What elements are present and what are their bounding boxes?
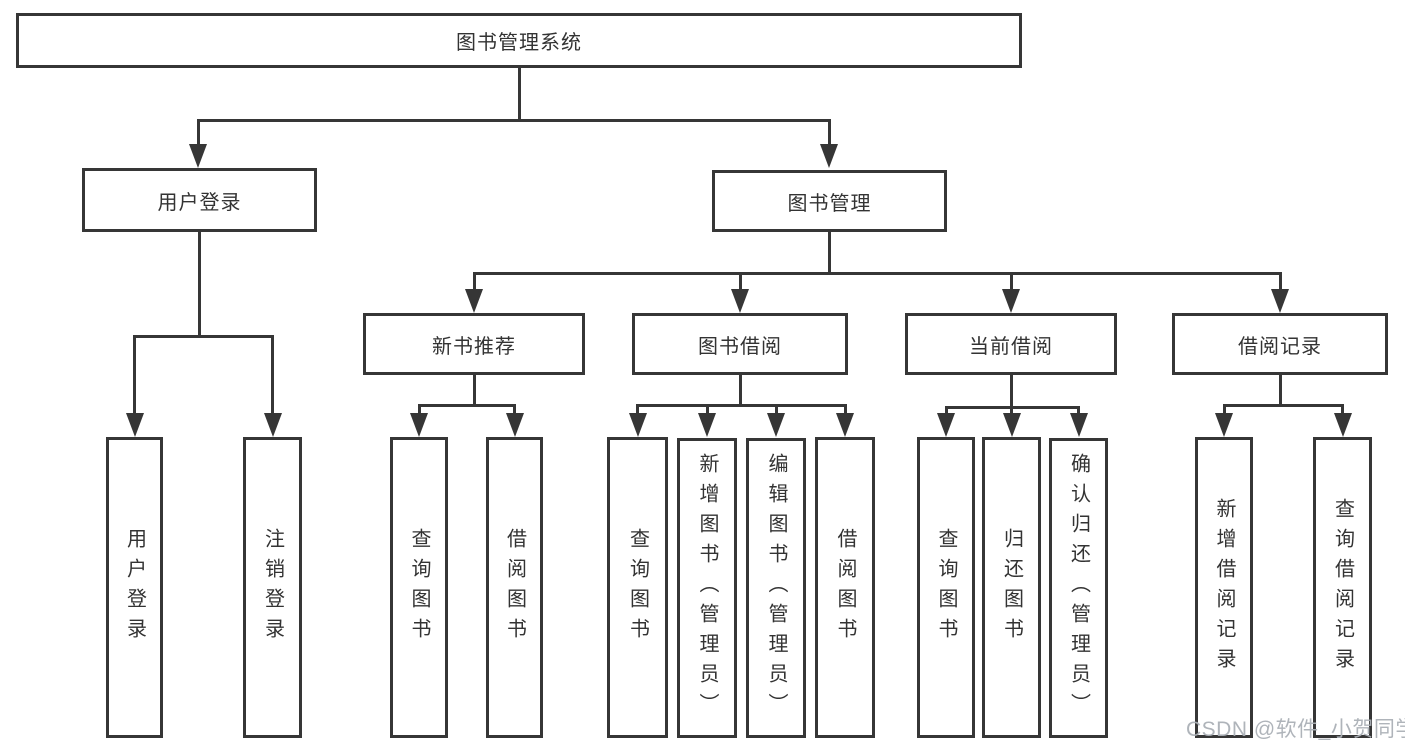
leaf-bb-add-books-admin: 新增图书（管理员） [677,438,737,738]
arrowhead-bb-edit [767,413,785,437]
connector-new-book-stem [473,375,476,406]
connector-drop-cb-query [945,406,948,415]
connector-book-borrowing-rail [636,404,846,407]
leaf-bb-query-books: 查询图书 [607,437,668,738]
arrowhead-nb-query [410,413,428,437]
leaf-user-login: 用户登录 [106,437,163,738]
arrowhead-bb-add [698,413,716,437]
connector-drop-bb-query [636,404,639,415]
connector-user-login-stem [198,232,201,337]
connector-borrowing-records-stem [1279,375,1282,406]
connector-drop-nb-query [418,404,421,415]
arrowhead-current-borrowing [1002,289,1020,313]
leaf-logout: 注销登录 [243,437,302,738]
arrowhead-new-book [465,289,483,313]
connector-root-stem [518,68,521,120]
leaf-nb-query-books: 查询图书 [390,437,448,738]
arrowhead-br-add [1215,413,1233,437]
arrowhead-user-login [189,144,207,168]
connector-book-mgmt-rail [473,272,1281,275]
leaf-cb-query-books: 查询图书 [917,437,975,738]
arrowhead-leaf-user-login [126,413,144,437]
connector-drop-bb-borrow [844,404,847,415]
connector-book-mgmt-stem [828,232,831,273]
connector-drop-new-book [473,272,476,291]
node-current-borrowing: 当前借阅 [905,313,1117,375]
connector-drop-nb-borrow [513,404,516,415]
node-book-management: 图书管理 [712,170,947,232]
connector-drop-book-borrowing [739,272,742,291]
node-new-book-recommend: 新书推荐 [363,313,585,375]
node-borrowing-records: 借阅记录 [1172,313,1388,375]
node-user-login: 用户登录 [82,168,317,232]
connector-drop-user-login [197,119,200,146]
connector-drop-bb-add [706,404,709,415]
leaf-br-query-record: 查询借阅记录 [1313,437,1372,738]
node-book-borrowing: 图书借阅 [632,313,848,375]
connector-drop-bb-edit [775,404,778,415]
arrowhead-cb-return [1003,413,1021,437]
watermark: CSDN @软件_小贺同学 [1186,718,1405,741]
connector-drop-current-borrowing [1010,272,1013,291]
leaf-nb-borrow-books: 借阅图书 [486,437,543,738]
arrowhead-cb-query [937,413,955,437]
leaf-bb-borrow-books: 借阅图书 [815,437,875,738]
leaf-br-add-record: 新增借阅记录 [1195,437,1253,738]
arrowhead-leaf-logout [264,413,282,437]
connector-drop-leaf-user-login [133,335,136,414]
leaf-cb-confirm-return-admin: 确认归还（管理员） [1049,438,1108,738]
node-library-management-system: 图书管理系统 [16,13,1022,68]
connector-current-borrowing-stem [1010,375,1013,408]
arrowhead-nb-borrow [506,413,524,437]
arrowhead-br-query [1334,413,1352,437]
connector-drop-leaf-logout [271,335,274,414]
connector-drop-br-add [1223,404,1226,415]
leaf-cb-return-books: 归还图书 [982,437,1041,738]
connector-book-borrowing-stem [739,375,742,406]
connector-drop-book-management [828,119,831,146]
connector-root-rail [197,119,831,122]
arrowhead-book-borrowing [731,289,749,313]
connector-drop-borrowing-records [1279,272,1282,291]
connector-user-login-rail [133,335,274,338]
connector-borrowing-records-rail [1223,404,1344,407]
connector-drop-cb-confirm [1077,406,1080,415]
arrowhead-book-management [820,144,838,168]
arrowhead-borrowing-records [1271,289,1289,313]
arrowhead-cb-confirm [1070,413,1088,437]
connector-drop-br-query [1341,404,1344,415]
connector-new-book-rail [418,404,516,407]
leaf-bb-edit-books-admin: 编辑图书（管理员） [746,438,806,738]
arrowhead-bb-query [629,413,647,437]
arrowhead-bb-borrow [836,413,854,437]
connector-drop-cb-return [1010,406,1013,415]
